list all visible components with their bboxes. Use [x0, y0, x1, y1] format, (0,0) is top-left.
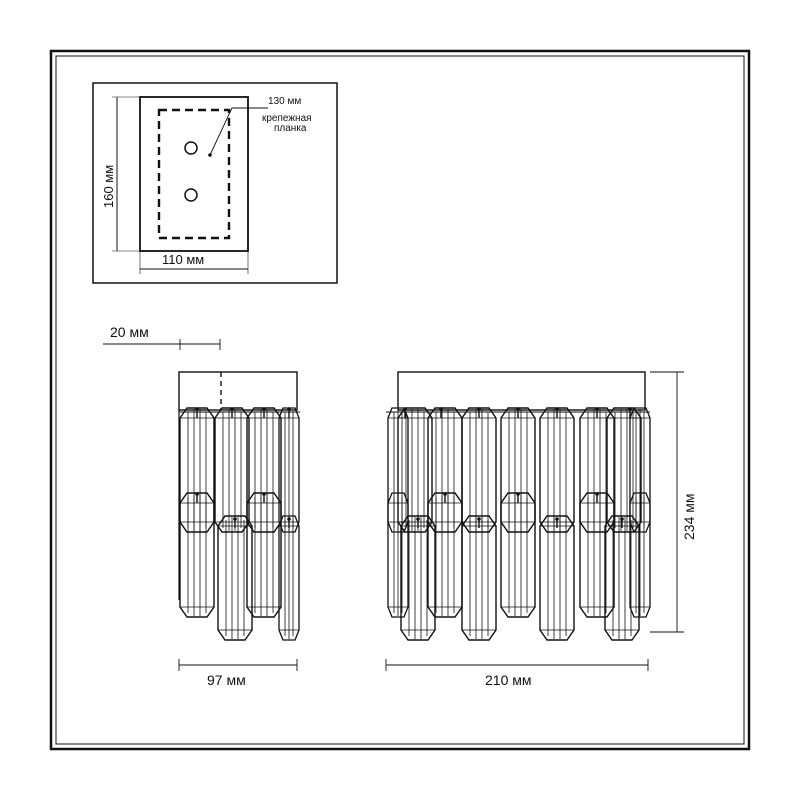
leader-line	[209, 107, 268, 156]
canopy-outline	[139, 96, 249, 252]
mount-plate-outline	[157, 108, 231, 240]
side-offset-label: 20 мм	[110, 324, 149, 340]
front-width-label: 210 мм	[485, 672, 532, 688]
mount-plate-detail	[92, 82, 338, 284]
screw-hole-top	[184, 141, 198, 155]
side-prism	[214, 407, 250, 533]
plate-height-label: 160 мм	[101, 165, 116, 208]
outer-frame	[49, 49, 751, 751]
side-prism	[179, 492, 215, 618]
inner-frame	[55, 55, 745, 745]
front-view	[385, 371, 684, 671]
front-canopy	[397, 371, 646, 411]
plate-width-label: 110 мм	[162, 252, 204, 267]
detail-box	[92, 82, 338, 284]
side-prism-narrow	[278, 407, 300, 533]
plate-label-line2: планка	[274, 123, 307, 134]
side-prism	[179, 407, 215, 533]
front-height-label: 234 мм	[681, 494, 697, 541]
side-view: 20 мм	[103, 324, 300, 671]
screw-hole-bottom	[184, 188, 198, 202]
side-prism	[246, 407, 282, 533]
side-prism-narrow	[278, 515, 300, 641]
side-canopy	[178, 371, 298, 411]
side-width-label: 97 мм	[207, 672, 246, 688]
plate-depth-label: 130 мм	[268, 96, 301, 107]
plate-label-line1: крепежная	[262, 113, 312, 124]
